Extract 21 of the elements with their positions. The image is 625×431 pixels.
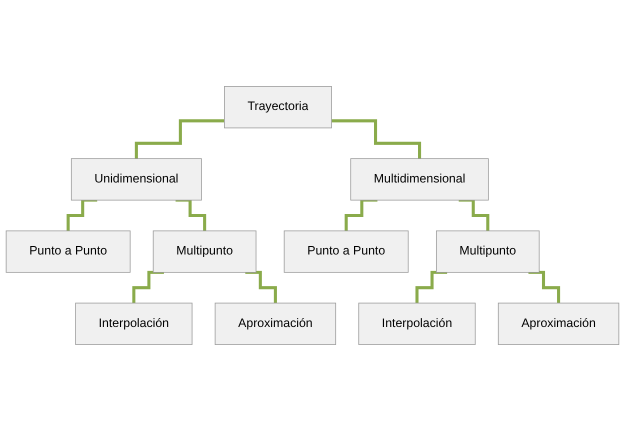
node-box: Multidimensional <box>350 158 489 201</box>
connector <box>332 119 422 160</box>
connector <box>458 198 490 232</box>
connector <box>132 270 164 305</box>
node-box: Multipunto <box>436 230 540 273</box>
connector <box>344 198 378 232</box>
node-box: Trayectoria <box>224 86 332 128</box>
connector <box>245 270 277 305</box>
connector <box>66 198 98 232</box>
node-box: Interpolación <box>75 302 192 345</box>
node-box: Punto a Punto <box>6 230 131 273</box>
node-box: Interpolación <box>358 302 476 345</box>
connector <box>134 119 224 160</box>
node-box: Multipunto <box>152 230 256 273</box>
connector <box>528 270 560 305</box>
node-box: Punto a Punto <box>284 230 409 273</box>
node-box: Aproximación <box>498 302 620 345</box>
connector <box>176 198 206 232</box>
connector <box>415 270 448 305</box>
node-box: Unidimensional <box>70 158 202 201</box>
node-box: Aproximación <box>214 302 336 345</box>
